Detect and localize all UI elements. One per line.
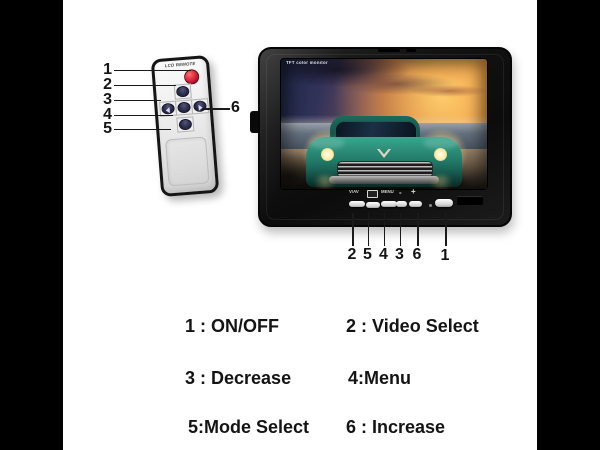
monitor-left-mount-clip xyxy=(250,111,260,133)
left-triangle-icon xyxy=(165,106,170,113)
remote-center-button-icon xyxy=(177,101,191,114)
headlight-right xyxy=(434,148,447,161)
legend-mode-select: 5:Mode Select xyxy=(188,417,310,437)
callout-line-3 xyxy=(114,99,161,101)
monitor-callout-1: 1 xyxy=(440,247,450,264)
monitor-top-vent xyxy=(406,49,416,52)
menu-button-label: MENU xyxy=(381,190,394,195)
power-led xyxy=(429,204,432,207)
monitor-callout-line xyxy=(383,213,385,246)
increase-button xyxy=(409,201,422,207)
monitor-screen: TFT color monitor xyxy=(280,58,488,190)
remote-right-button-icon xyxy=(193,100,207,113)
card-slot xyxy=(457,196,483,205)
remote-callout-5: 5 xyxy=(103,120,112,137)
headlight-beam-left xyxy=(311,175,339,189)
monitor-bezel-ring xyxy=(266,54,504,220)
screen-vignette xyxy=(281,59,487,189)
remote-up-key-well xyxy=(173,83,192,100)
headlight-beam-right xyxy=(427,175,455,189)
remote-down-key-well xyxy=(176,116,195,133)
legend-increase: 6 : Increase xyxy=(346,417,446,437)
minus-button-label: - xyxy=(399,188,402,197)
fender-highlight-right xyxy=(423,137,459,149)
remote-brand-label: LCD REMOTE xyxy=(164,61,196,69)
remote-callout-3: 3 xyxy=(103,91,112,108)
remote-right-key-well xyxy=(190,98,210,115)
lcd-monitor: TFT color monitor V/AV MENU - + xyxy=(258,47,512,227)
vav-button-label: V/AV xyxy=(349,190,359,195)
remote-callout-1: 1 xyxy=(103,61,112,78)
legend-decrease: 3 : Decrease xyxy=(185,368,292,388)
remote-left-button-icon xyxy=(161,102,176,115)
orange-cloud xyxy=(399,65,487,81)
power-button xyxy=(435,199,453,207)
monitor-callout-line xyxy=(352,213,354,246)
monitor-callout-5: 5 xyxy=(363,246,372,263)
decrease-button xyxy=(396,201,407,207)
callout-line-5 xyxy=(114,128,171,130)
ir-remote-control: LCD REMOTE xyxy=(150,54,220,198)
remote-callout-2: 2 xyxy=(103,76,112,93)
remote-down-button-icon xyxy=(178,118,193,131)
video-select-button xyxy=(349,201,365,207)
legend-menu: 4:Menu xyxy=(348,368,411,388)
plus-button-label: + xyxy=(411,187,416,196)
car-bumper xyxy=(329,176,439,184)
menu-button xyxy=(381,201,397,207)
monitor-callout-4: 4 xyxy=(379,246,388,263)
screen-brand-text: TFT color monitor xyxy=(286,61,328,66)
callout-line-2 xyxy=(114,84,176,86)
display-mode-icon xyxy=(367,190,378,198)
monitor-callout-6: 6 xyxy=(412,246,422,263)
monitor-callout-line xyxy=(367,213,369,246)
monitor-callout-line xyxy=(417,213,419,246)
monitor-callout-line xyxy=(445,213,447,246)
legend-video-select: 2 : Video Select xyxy=(346,316,479,336)
monitor-callout-line xyxy=(399,213,401,246)
orange-cloud xyxy=(409,85,487,97)
remote-callout-4: 4 xyxy=(103,106,112,123)
remote-lower-panel xyxy=(165,136,210,187)
remote-callout-6: 6 xyxy=(231,99,240,116)
callout-line-1 xyxy=(114,69,191,71)
headlight-left xyxy=(321,148,334,161)
remote-power-button-icon xyxy=(183,68,200,85)
remote-up-button-icon xyxy=(175,85,190,98)
monitor-top-vent xyxy=(378,49,400,52)
mode-select-button xyxy=(366,202,380,208)
callout-line-6 xyxy=(202,108,230,110)
callout-line-4 xyxy=(114,114,173,116)
legend-on-off: 1 : ON/OFF xyxy=(185,316,279,336)
monitor-callout-2: 2 xyxy=(347,246,357,263)
monitor-callout-3: 3 xyxy=(395,246,404,263)
fender-highlight-left xyxy=(309,137,345,149)
